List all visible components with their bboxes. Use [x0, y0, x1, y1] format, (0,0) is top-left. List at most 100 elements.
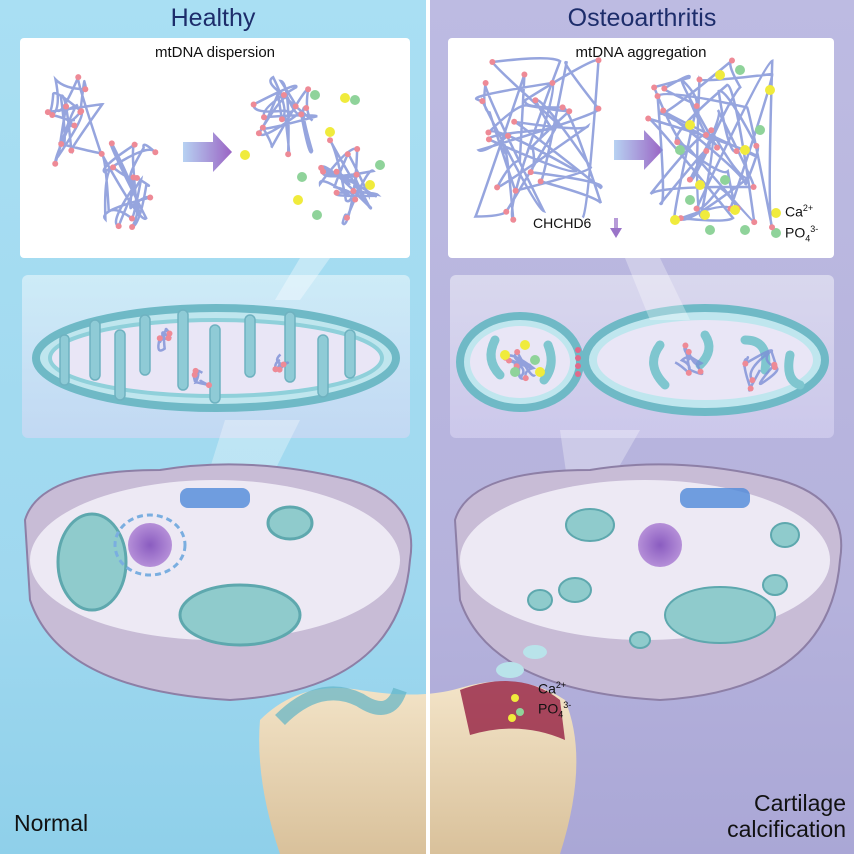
phosphate-ion — [740, 225, 750, 235]
mtdna-strand — [674, 342, 704, 376]
nucleoid-bead — [352, 196, 359, 203]
nucleoid-bead — [489, 59, 496, 66]
nucleoid-bead — [514, 349, 521, 356]
nucleoid-bead — [742, 360, 749, 367]
nucleoid-bead — [522, 375, 529, 382]
nucleoid-bead — [82, 86, 89, 93]
po-charge: 3- — [563, 700, 572, 710]
nucleoid-bead — [44, 109, 51, 116]
calcium-ion — [715, 70, 725, 80]
nucleoid-bead — [660, 107, 667, 114]
phosphate-ion — [350, 95, 360, 105]
nucleoid-bead — [156, 335, 163, 342]
phosphate-ion — [312, 210, 322, 220]
nucleoid-bead — [354, 145, 361, 152]
nucleoid-bead — [714, 144, 721, 151]
nucleoid-bead — [333, 189, 340, 196]
nucleoid-bead — [333, 168, 340, 175]
phosphate-legend-dot — [771, 228, 781, 238]
mtdna-strand — [44, 75, 105, 165]
nucleoid-bead — [537, 178, 544, 185]
po-charge: 3- — [810, 224, 819, 234]
nucleoid-bead — [685, 369, 692, 376]
nucleoid-bead — [131, 141, 138, 148]
nucleoid-bead — [280, 92, 287, 99]
nucleoid-bead — [250, 101, 257, 108]
nucleoid-bead — [654, 93, 661, 100]
mtdna-aggregation-label: mtDNA aggregation — [575, 44, 707, 61]
nucleoid-bead — [303, 104, 310, 111]
nucleoid-bead — [708, 127, 715, 134]
nucleoid-bead — [685, 348, 692, 355]
ca-charge: 2+ — [802, 203, 814, 213]
nucleoid-bead — [78, 108, 85, 115]
nucleoid-bead — [305, 86, 312, 93]
nucleoid-bead — [58, 140, 65, 147]
down-arrow-icon — [610, 218, 622, 238]
ca-text: Ca — [785, 203, 803, 220]
nucleoid-bead — [350, 188, 357, 195]
nucleoid-bead — [318, 164, 325, 171]
phosphate-legend-label: PO43- — [785, 224, 818, 243]
nucleoid-bead — [165, 335, 172, 342]
phosphate-ion — [705, 225, 715, 235]
nucleoid-bead — [703, 148, 710, 155]
nucleoid-bead — [595, 57, 602, 64]
knee-joint — [259, 645, 577, 854]
nucleoid-bead — [566, 108, 573, 115]
cartilage-label: Cartilage — [753, 790, 846, 816]
phosphate-ion — [755, 125, 765, 135]
nucleoid-bead — [75, 74, 82, 81]
nucleoid-bead — [49, 111, 56, 118]
phosphate-ion — [530, 355, 540, 365]
po-text: PO — [785, 224, 806, 241]
healthy-cell — [23, 463, 413, 702]
nucleoid-bead — [166, 330, 173, 337]
mtdna-dispersion-label: mtDNA dispersion — [154, 44, 276, 61]
nucleoid-bead — [674, 139, 681, 146]
normal-label: Normal — [14, 810, 89, 836]
ca-charge: 2+ — [555, 680, 567, 690]
nucleoid-bead — [280, 361, 287, 368]
nucleoid-bead — [353, 171, 360, 178]
nucleoid-bead — [510, 216, 517, 223]
calcium-ion — [325, 127, 335, 137]
nucleus — [638, 523, 682, 567]
mtdna-strand — [473, 57, 603, 224]
ca-text: Ca — [538, 680, 556, 697]
nucleoid-bead — [285, 151, 292, 158]
calcium-ion — [670, 215, 680, 225]
nucleoid-bead — [278, 116, 285, 123]
nucleoid-bead — [661, 85, 668, 92]
nucleoid-bead — [485, 129, 492, 136]
nucleoid-bead — [276, 366, 283, 373]
nucleoid-bead — [110, 164, 117, 171]
healthy-title: Healthy — [170, 4, 256, 32]
calcium-ion — [765, 85, 775, 95]
calcium-ion — [535, 367, 545, 377]
calcium-ion — [700, 210, 710, 220]
nucleoid-bead — [504, 132, 511, 139]
nucleoid-bead — [485, 136, 492, 143]
calcium-ion — [685, 120, 695, 130]
nucleoid-bead — [747, 385, 754, 392]
calcium-legend-dot — [771, 208, 781, 218]
nucleoid-bead — [521, 71, 528, 78]
nucleoid-bead — [697, 368, 704, 375]
phosphate-ion — [310, 90, 320, 100]
nucleoid-bead — [52, 160, 59, 167]
nucleoid-bead — [532, 97, 539, 104]
nucleoid-bead — [753, 142, 760, 149]
phosphate-ion — [685, 195, 695, 205]
chchd6-label: CHCHD6 — [533, 215, 592, 231]
nucleoid-bead — [682, 342, 689, 349]
nucleoid-bead — [494, 184, 501, 191]
nucleoid-bead — [152, 149, 159, 156]
calcification-label: calcification — [727, 816, 846, 842]
po-subscript: 4 — [558, 709, 564, 720]
calcium-ion — [500, 350, 510, 360]
nucleoid-bead — [108, 140, 115, 147]
nucleoid-bead — [482, 80, 489, 87]
nucleoid-bead — [645, 115, 652, 122]
